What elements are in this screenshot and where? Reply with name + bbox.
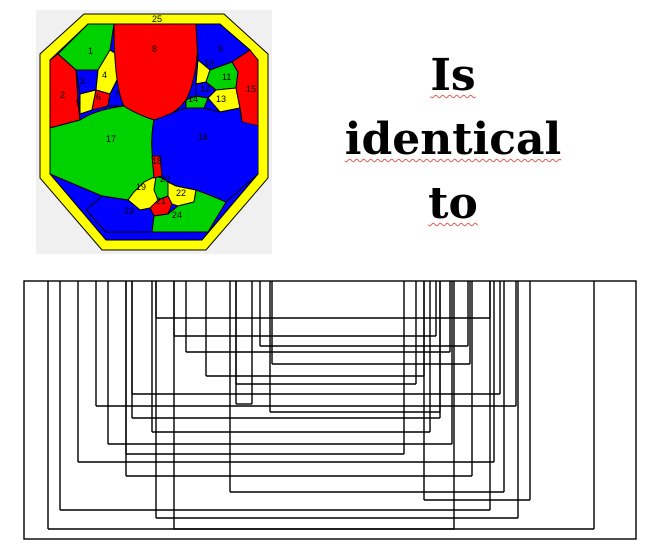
map-region-14 xyxy=(185,95,209,109)
map-region-number-9: 9 xyxy=(218,44,223,54)
graph-outer-frame xyxy=(23,280,637,540)
map-region-number-17: 17 xyxy=(106,134,116,144)
map-region-number-2: 2 xyxy=(60,90,65,100)
map-region-number-24: 24 xyxy=(172,210,182,220)
map-region-red-small xyxy=(151,155,163,179)
heading-word-is: Is xyxy=(430,50,476,101)
map-region-number-13: 13 xyxy=(216,94,226,104)
heading-word-identical: identical xyxy=(344,114,562,165)
map-region-number-15: 15 xyxy=(246,84,256,94)
map-region-number-5: 5 xyxy=(76,98,81,108)
map-region-number-1: 1 xyxy=(88,46,93,56)
map-region-number-12: 12 xyxy=(200,84,210,94)
map-region-number-19: 19 xyxy=(136,182,146,192)
map-region-number-3: 3 xyxy=(80,76,85,86)
map-region-number-20: 20 xyxy=(160,174,170,184)
map-region-number-14: 14 xyxy=(188,94,198,104)
heading-word-to: to xyxy=(428,178,478,229)
map-region-number-6: 6 xyxy=(96,92,101,102)
map-region-number-7: 7 xyxy=(114,90,119,100)
map-region-number-10: 10 xyxy=(204,58,214,68)
map-region-number-22: 22 xyxy=(176,188,186,198)
map-region-24 xyxy=(151,189,227,233)
map-region-number-11: 11 xyxy=(222,72,231,82)
map-region-number-8: 8 xyxy=(152,44,157,54)
map-region-number-4: 4 xyxy=(102,70,107,80)
map-region-16 xyxy=(242,122,258,180)
map-region-number-25: 25 xyxy=(152,14,162,24)
map-region-number-23: 23 xyxy=(124,206,134,216)
map-region-number-16: 16 xyxy=(198,132,208,142)
map-region-number-18: 18 xyxy=(152,156,162,166)
map-region-number-21: 21 xyxy=(156,196,166,206)
